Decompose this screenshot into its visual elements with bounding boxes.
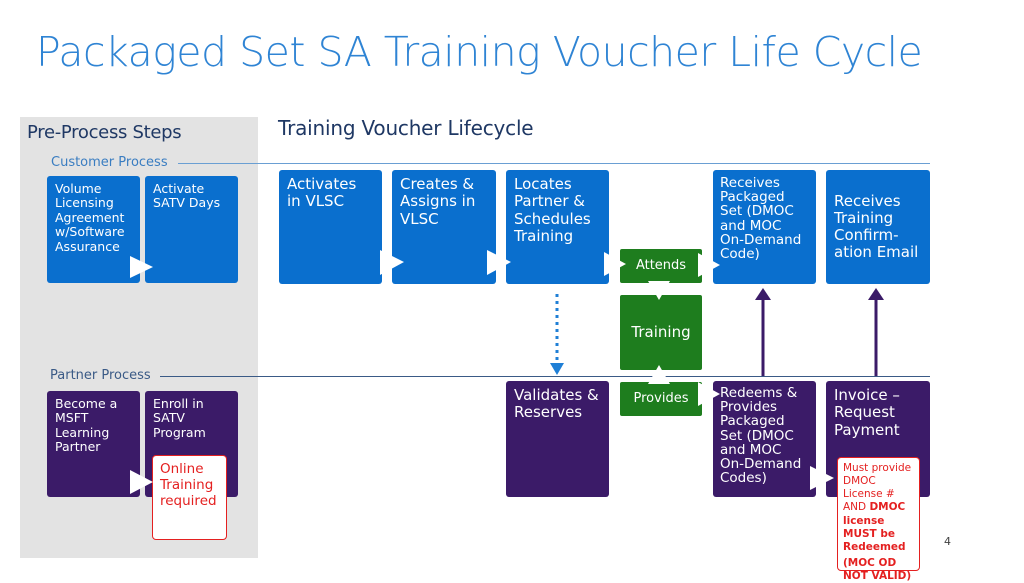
slide-title: Packaged Set SA Training Voucher Life Cy… — [36, 28, 923, 76]
step-receives-confirmation: Receives Training Confirm-ation Email — [826, 170, 930, 284]
step-locates-partner: Locates Partner & Schedules Training — [506, 170, 609, 284]
lifecycle-heading: Training Voucher Lifecycle — [278, 116, 534, 140]
dmoc-note-must-redeem: DMOC license MUST be Redeemed — [843, 501, 906, 553]
training-box: Training — [619, 294, 703, 371]
step-become-learning-partner: Become a MSFT Learning Partner — [47, 391, 140, 497]
step-validates-reserves: Validates & Reserves — [506, 381, 609, 497]
provides-box: Provides — [619, 381, 703, 417]
page-number: 4 — [944, 535, 951, 548]
dmoc-note-and: AND — [843, 501, 870, 514]
partner-lane-line — [160, 376, 930, 377]
step-activates-in-vlsc: Activates in VLSC — [279, 170, 382, 284]
arrow-down-icon — [550, 363, 564, 375]
step-receives-packaged-set: Receives Packaged Set (DMOC and MOC On-D… — [713, 170, 816, 284]
customer-process-label: Customer Process — [51, 155, 168, 170]
pre-process-heading: Pre-Process Steps — [27, 122, 182, 143]
customer-lane-line — [178, 163, 930, 164]
online-training-note: Online Training required — [152, 455, 227, 540]
step-redeems-provides: Redeems & Provides Packaged Set (DMOC an… — [713, 381, 816, 497]
attends-box: Attends — [619, 248, 703, 284]
step-creates-assigns: Creates & Assigns in VLSC — [392, 170, 496, 284]
step-activate-satv-days: Activate SATV Days — [145, 176, 238, 283]
partner-process-label: Partner Process — [50, 368, 151, 383]
step-volume-licensing: Volume Licensing Agreement w/Software As… — [47, 176, 140, 283]
dmoc-note-moc-od: (MOC OD NOT VALID) — [843, 556, 912, 582]
step-receives-confirmation-label: Receives Training Confirm-ation Email — [834, 191, 919, 262]
dmoc-license-note: Must provide DMOC License # AND DMOC lic… — [837, 457, 920, 582]
dmoc-note-line1: Must provide DMOC License # — [843, 462, 912, 501]
